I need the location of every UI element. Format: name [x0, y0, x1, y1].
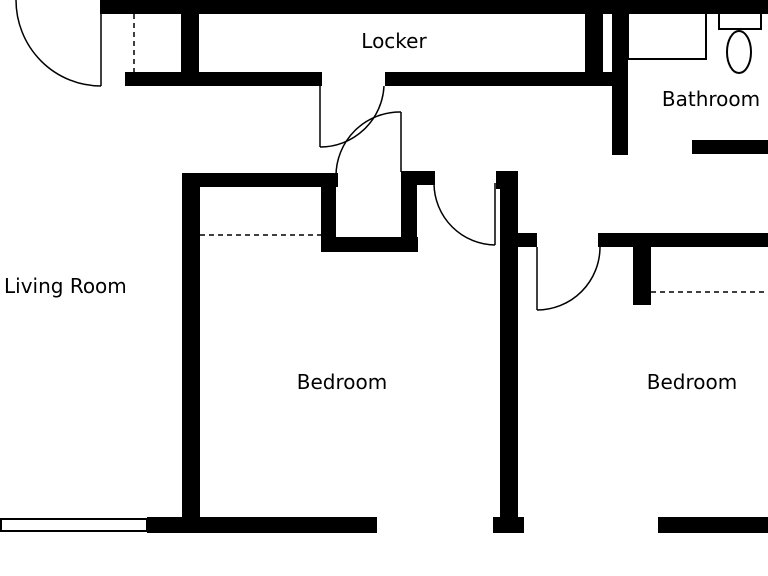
- window-living-room: [0, 518, 148, 532]
- bathtub: [627, 12, 707, 60]
- toilet-tank: [718, 12, 762, 30]
- wall-locker-bottom-left: [125, 72, 322, 86]
- label-bedroom-right: Bedroom: [647, 370, 737, 394]
- wall-bathroom-right: [692, 140, 768, 154]
- wall-locker-right-post-a: [585, 10, 603, 82]
- wall-right-bedroom-stub: [515, 233, 537, 247]
- wall-top-exterior: [100, 0, 768, 14]
- fixtures: [627, 12, 762, 74]
- wall-bedroom-right-closet-post: [633, 233, 651, 305]
- wall-locker-left-post: [181, 10, 199, 80]
- wall-bedroom-right-top: [598, 233, 768, 247]
- door-closet-left: [335, 111, 402, 177]
- wall-bedroom-left-west: [182, 173, 200, 533]
- label-living-room: Living Room: [4, 274, 127, 298]
- dashed-lines: [133, 14, 768, 293]
- wall-closet-east: [401, 171, 417, 251]
- wall-closet-west: [321, 173, 336, 251]
- door-locker: [319, 85, 385, 148]
- label-bathroom: Bathroom: [662, 87, 760, 111]
- door-bedroom-left: [433, 183, 496, 246]
- wall-locker-right-post-b: [612, 10, 628, 155]
- label-locker: Locker: [361, 29, 427, 53]
- label-bedroom-left: Bedroom: [297, 370, 387, 394]
- wall-bedroom-left-top: [182, 173, 338, 187]
- door-entrance: [15, 0, 102, 87]
- wall-bedroom-right-bottom: [658, 517, 768, 533]
- walls: [100, 0, 768, 533]
- doors: [15, 0, 601, 311]
- toilet-bowl: [726, 30, 752, 74]
- door-bedroom-right: [536, 246, 601, 311]
- wall-locker-bottom-right: [385, 72, 627, 86]
- wall-center-divider-base: [493, 517, 524, 533]
- wall-bedroom-left-bottom: [147, 517, 377, 533]
- wall-closet-east-top: [401, 171, 435, 185]
- wall-center-divider: [500, 171, 518, 533]
- wall-closet-south: [321, 237, 418, 252]
